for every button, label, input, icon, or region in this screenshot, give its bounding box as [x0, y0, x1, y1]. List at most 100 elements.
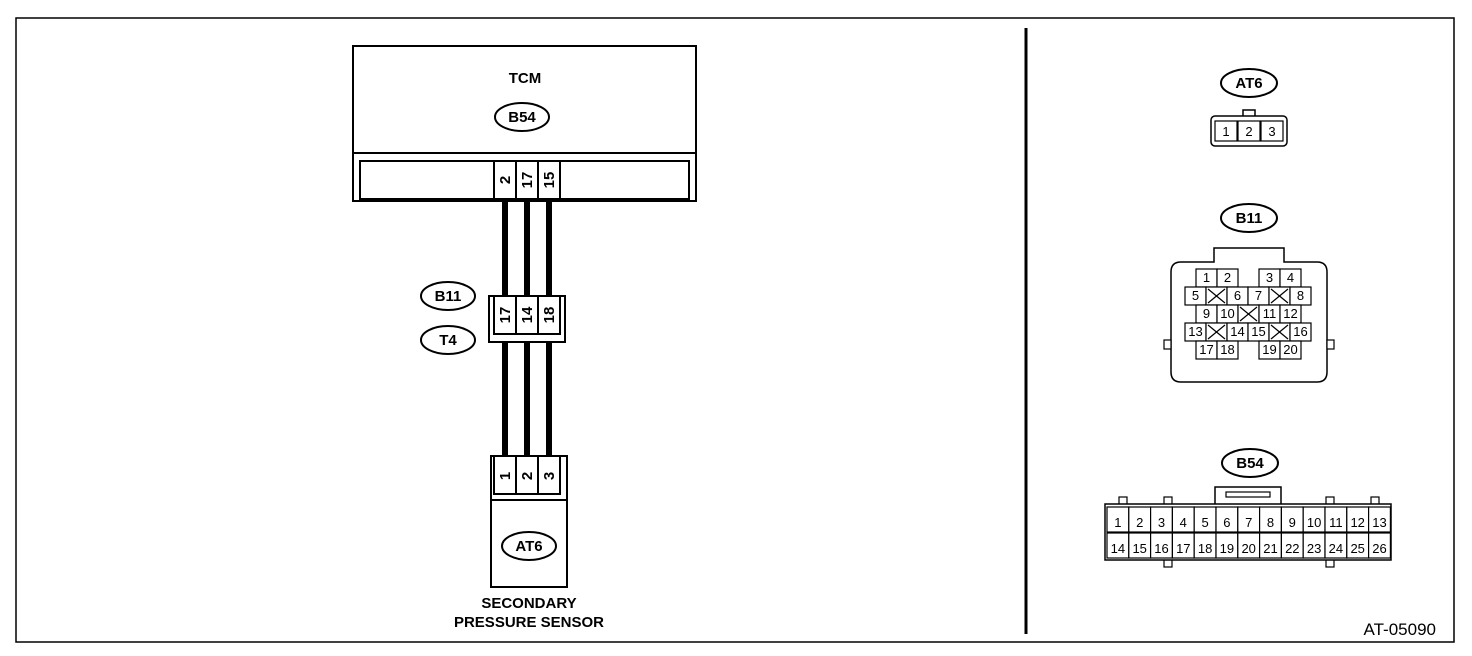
b11-view-cell	[1216, 340, 1239, 360]
b54-view-pin: 23	[1307, 541, 1321, 556]
b11-view-pin: 14	[1230, 324, 1244, 339]
sensor-unit: 1 2 3 AT6 SECONDARY PRESSURE SENSOR	[454, 455, 604, 631]
b11-view-pin: 19	[1262, 342, 1276, 357]
b11-view-tab	[1326, 339, 1335, 350]
b54-view-pin: 6	[1223, 515, 1230, 530]
b54-view-pin: 12	[1350, 515, 1364, 530]
b54-view-pin: 18	[1198, 541, 1212, 556]
b54-view-pin: 26	[1372, 541, 1386, 556]
b54-view-pin: 3	[1158, 515, 1165, 530]
tcm-pin-label: 17	[519, 172, 536, 189]
at6-view-bubble	[1220, 68, 1278, 98]
b54-view-pin: 8	[1267, 515, 1274, 530]
b54-view-pin: 16	[1154, 541, 1168, 556]
b54-view-pin: 17	[1176, 541, 1190, 556]
b54-view-pin: 2	[1136, 515, 1143, 530]
b11-view-pin: 20	[1283, 342, 1297, 357]
sensor-name-line2: PRESSURE SENSOR	[454, 614, 604, 631]
b54-view-pin: 5	[1201, 515, 1208, 530]
b54-view-pin: 7	[1245, 515, 1252, 530]
b11-view-pin: 13	[1188, 324, 1202, 339]
at6-connector-view: AT6 1 2 3	[1210, 68, 1288, 147]
diagram-frame	[15, 17, 1455, 643]
mid-connector: 17 14 18 B11 T4	[420, 281, 566, 355]
b11-view-pin: 10	[1220, 306, 1234, 321]
b54-view-pin: 14	[1111, 541, 1125, 556]
b54-view-pin: 22	[1285, 541, 1299, 556]
b11-view-pin: 11	[1263, 306, 1277, 321]
tcm-connector-bubble	[494, 102, 550, 132]
tcm-box	[352, 45, 697, 154]
b11-view-tab	[1163, 339, 1172, 350]
mid-pin-label: 14	[519, 306, 536, 323]
b54-view-label: B54	[1236, 455, 1264, 472]
b54-view-cell	[1367, 532, 1391, 559]
b54-view-bubble	[1221, 448, 1279, 478]
b11-view-pin: 3	[1266, 270, 1273, 285]
b54-view-pin: 20	[1241, 541, 1255, 556]
b54-view-pin: 24	[1329, 541, 1343, 556]
b11-view-pin: 2	[1224, 270, 1231, 285]
b11-view-blank-mark	[1207, 324, 1226, 340]
figure-reference: AT-05090	[1364, 620, 1436, 639]
at6-view-cell	[1214, 120, 1238, 142]
b11-view-blank-mark	[1239, 306, 1258, 322]
tcm-pin-label: 15	[541, 172, 558, 189]
b11-view-label: B11	[1236, 210, 1263, 227]
at6-view-pin: 1	[1222, 124, 1229, 139]
b54-view-pin: 4	[1180, 515, 1187, 530]
b11-view-cell	[1279, 340, 1302, 360]
b11-view-pin: 18	[1220, 342, 1234, 357]
b11-view-pin: 17	[1199, 342, 1213, 357]
tcm-unit: TCM B54 2 17 15	[352, 45, 697, 202]
tcm-connector-label: B54	[508, 109, 536, 126]
mid-pin-cell	[537, 295, 561, 335]
at6-view-cell	[1237, 120, 1261, 142]
tcm-pin-cell	[537, 160, 561, 200]
b11-view-pin: 6	[1234, 288, 1241, 303]
tcm-title: TCM	[509, 70, 542, 87]
at6-view-cell	[1260, 120, 1284, 142]
at6-view-label: AT6	[1235, 75, 1262, 92]
sensor-name-line1: SECONDARY	[481, 595, 576, 612]
sensor-pin-cell	[537, 455, 561, 495]
b11-bubble	[420, 281, 476, 311]
sensor-pin-label: 3	[541, 472, 558, 480]
b54-view-pin: 21	[1263, 541, 1277, 556]
harness-wires	[502, 201, 552, 456]
mid-pin-label: 18	[541, 307, 558, 324]
b54-view-pin: 10	[1307, 515, 1321, 530]
b54-view-pin: 9	[1289, 515, 1296, 530]
sensor-pin-label: 1	[497, 472, 514, 480]
b11-view-pin: 8	[1297, 288, 1304, 303]
at6-view-pin: 3	[1268, 124, 1275, 139]
b11-view-blank-mark	[1270, 324, 1289, 340]
mid-pin-label: 17	[497, 307, 514, 324]
b11-view-blank-mark	[1207, 288, 1226, 304]
b11-view-pin: 15	[1251, 324, 1265, 339]
t4-label: T4	[439, 332, 457, 349]
b11-view-pin: 5	[1192, 288, 1199, 303]
t4-bubble	[420, 325, 476, 355]
tcm-pin-label: 2	[497, 176, 514, 184]
b11-label: B11	[435, 288, 462, 305]
b54-view-pin: 25	[1350, 541, 1364, 556]
b54-view-latch-slot	[1225, 491, 1271, 498]
b11-view-bubble	[1220, 203, 1278, 233]
at6-view-pin: 2	[1245, 124, 1252, 139]
b54-view-pin: 13	[1372, 515, 1386, 530]
at6-bubble	[501, 531, 557, 561]
b11-view-blank-mark	[1270, 288, 1289, 304]
b54-view-pin: 11	[1329, 515, 1343, 530]
b54-view-cell	[1367, 506, 1391, 533]
b11-view-pin: 9	[1203, 306, 1210, 321]
b11-view-pin: 4	[1287, 270, 1294, 285]
b11-view-pin: 16	[1293, 324, 1307, 339]
sensor-pin-label: 2	[519, 472, 536, 480]
b54-view-pin: 15	[1132, 541, 1146, 556]
